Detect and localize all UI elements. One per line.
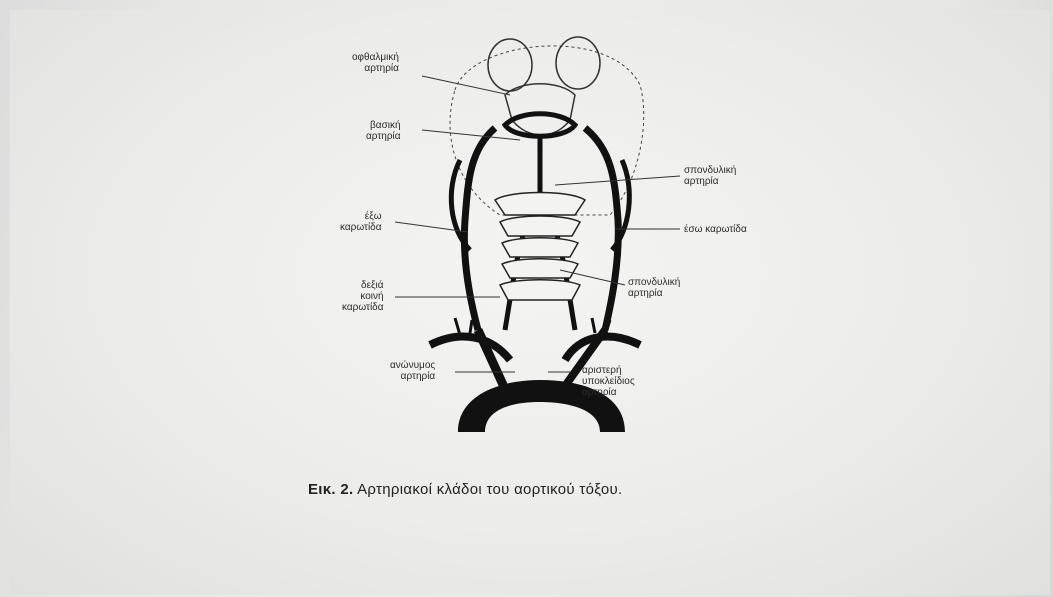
left-orbit [488,39,532,91]
cervical-vertebrae [495,193,585,301]
label-vertebral-artery-upper: σπονδυλική αρτηρία [684,165,736,187]
label-basilar-artery: βασική αρτηρία [366,120,401,142]
label-ophthalmic-artery: οφθαλμική αρτηρία [352,52,399,74]
brainstem-outline [505,84,575,135]
label-right-common-carotid: δεξιά κοινή καρωτίδα [342,280,384,313]
left-carotid [585,128,618,330]
label-internal-carotid: έσω καρωτίδα [684,224,747,235]
circle-of-willis [505,114,575,137]
label-external-carotid: έξω καρωτίδα [340,211,382,233]
caption-number: Εικ. 2. [308,481,353,498]
right-subclavian [430,337,510,360]
branch-twig-left [455,318,472,335]
label-left-subclavian-artery: αριστερή υποκλείδιος αρτηρία [582,365,635,398]
label-innominate-artery: ανώνυμος αρτηρία [390,360,435,382]
label-vertebral-artery-lower: σπονδυλική αρτηρία [628,277,680,299]
figure-caption: Εικ. 2. Αρτηριακοί κλάδοι του αορτικού τ… [308,481,623,498]
right-orbit [556,37,600,89]
right-carotid [464,128,495,330]
caption-text: Αρτηριακοί κλάδοι του αορτικού τόξου. [357,481,622,498]
